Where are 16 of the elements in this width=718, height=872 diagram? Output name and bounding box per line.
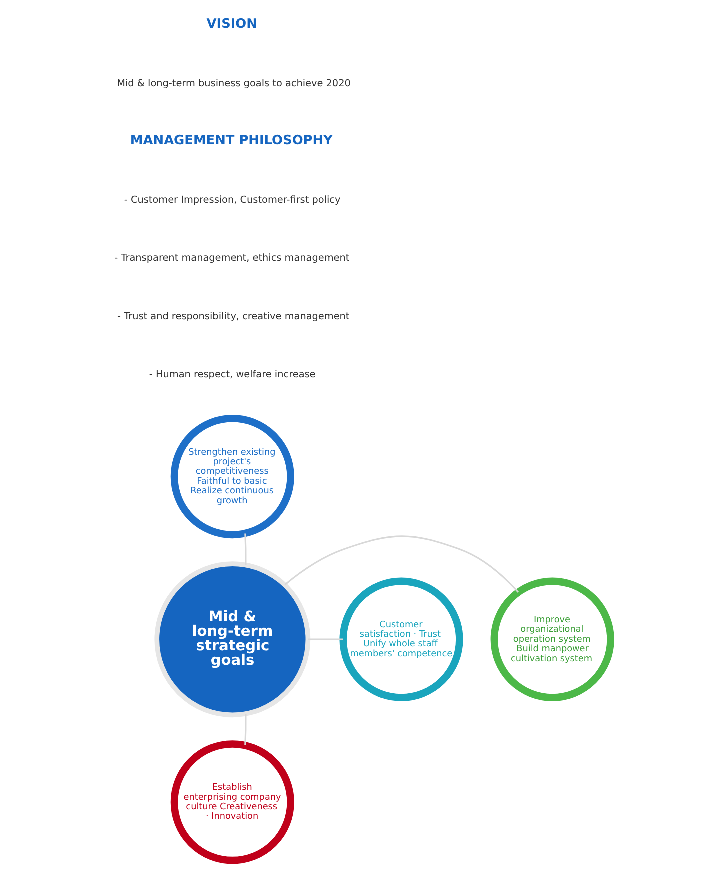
connector — [284, 536, 518, 593]
label: Mid & long-term business goals to achieve 2020 — [116, 78, 350, 90]
label: - Transparent management, ethics management — [114, 253, 350, 264]
node-circle: Improve organizational operation system Build manpower cultivation system — [490, 578, 614, 702]
label: MANAGEMENT PHILOSOPHY — [130, 134, 332, 149]
connector — [308, 638, 343, 640]
label: - Customer Impression, Customer-first policy — [124, 194, 340, 206]
node-circle: Mid & long-term strategic goals — [154, 562, 310, 718]
label: - Trust and responsibility, creative management — [117, 311, 350, 322]
node-circle: Establish enterprising company culture Creativeness · Innovation — [170, 740, 294, 864]
label: VISION — [206, 17, 257, 32]
connector — [244, 714, 246, 746]
label: - Human respect, welfare increase — [148, 370, 316, 381]
connector — [244, 534, 246, 565]
node-circle: Customer satisfaction · Trust Unify whole staff members' competence — [339, 578, 463, 702]
node-circle: Strengthen existing project's competitiveness Faithful to basic Realize continuous growth — [170, 415, 294, 539]
